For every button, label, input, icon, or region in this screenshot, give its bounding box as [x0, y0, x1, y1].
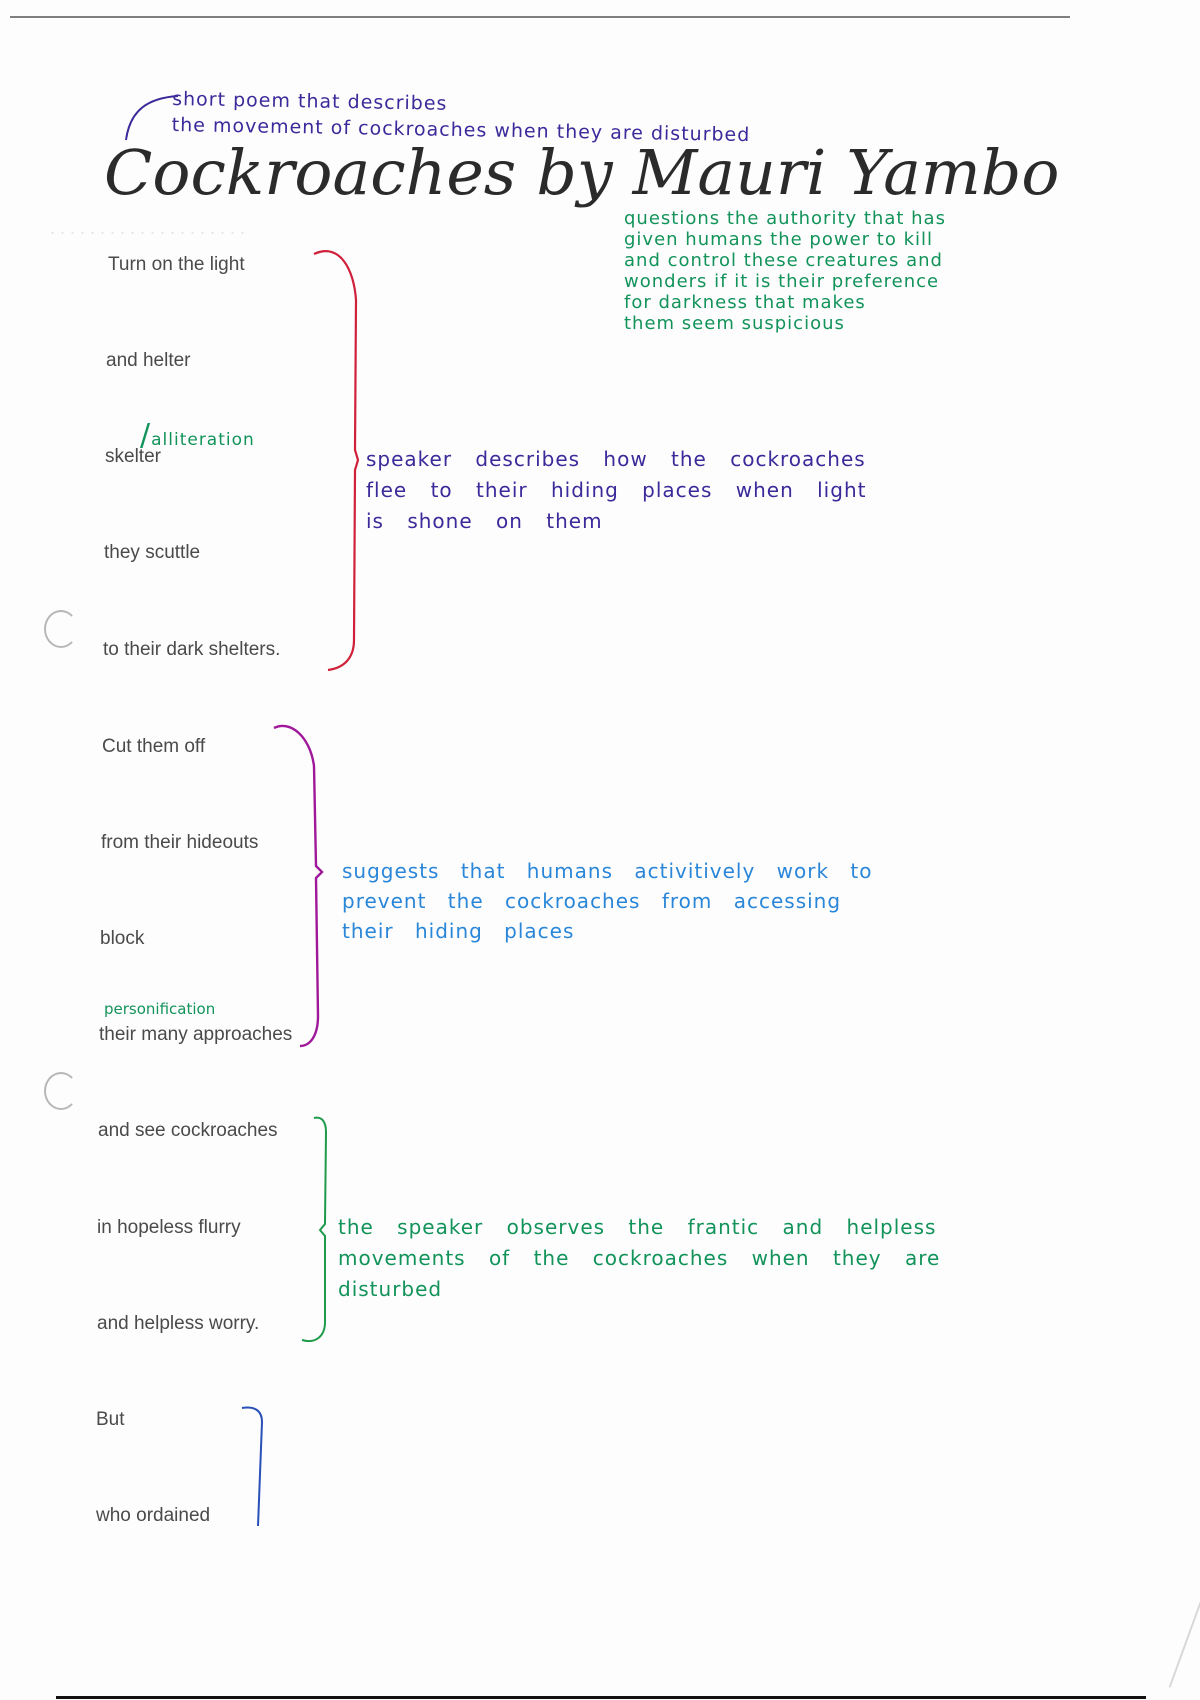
poem-line: But	[96, 1409, 125, 1430]
green-bracket-icon	[301, 1116, 328, 1342]
poem-line: block	[100, 928, 145, 949]
personification-annotation: personification	[104, 1000, 216, 1018]
page-fold	[1168, 1602, 1200, 1688]
punch-hole-icon	[44, 610, 78, 648]
slash-mark: /	[140, 418, 152, 453]
poem-line: to their dark shelters.	[103, 639, 281, 660]
magenta-bracket-icon	[273, 724, 324, 1048]
alliteration-annotation: /alliteration	[140, 395, 255, 454]
poem-line: Turn on the light	[108, 254, 245, 275]
poem-line: from their hideouts	[101, 832, 259, 853]
poem-line: their many approaches	[99, 1024, 293, 1045]
poem-line: in hopeless flurry	[97, 1217, 241, 1238]
alliteration-label: alliteration	[151, 430, 255, 450]
poem-line: and see cockroaches	[98, 1120, 278, 1141]
poem-line: who ordained	[96, 1505, 211, 1526]
blue-bracket-icon	[241, 1406, 264, 1527]
red-bracket-icon	[313, 250, 360, 672]
poem-line: and helpless worry.	[97, 1313, 260, 1334]
stanza2-annotation: suggests that humans activitively work t…	[342, 859, 873, 943]
page-edge-top	[10, 16, 1070, 18]
intro-arrow-icon	[125, 95, 179, 141]
bleed-through-text: . . . . . . . . . . . . . . . . . . . .	[50, 218, 246, 238]
stanza3-annotation: the speaker observes the frantic and hel…	[338, 1215, 941, 1301]
punch-hole-icon	[44, 1072, 78, 1110]
stanza1-annotation: speaker describes how the cockroaches fl…	[366, 447, 867, 533]
poem-line: they scuttle	[104, 542, 201, 563]
poem-line: skelter	[105, 446, 161, 467]
poem-title: Cockroaches by Mauri Yambo	[104, 136, 1060, 209]
authority-annotation: questions the authority that has given h…	[624, 208, 946, 334]
poem-line: Cut them off	[102, 736, 206, 757]
page-edge-bottom	[56, 1696, 1146, 1699]
poem-line: and helter	[106, 350, 191, 371]
